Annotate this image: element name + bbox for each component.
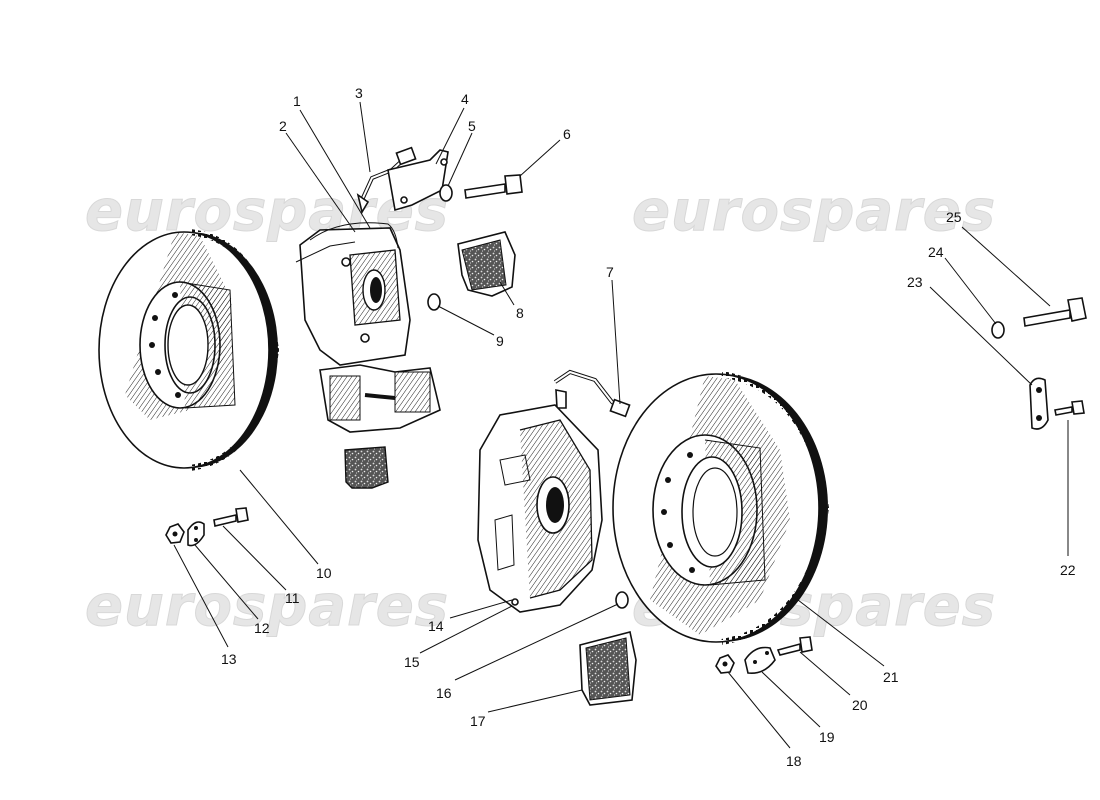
upper-caliper <box>295 222 441 433</box>
callout-1: 1 <box>293 93 301 109</box>
callout-labels: 1 2 3 4 5 6 7 8 9 10 11 12 13 14 15 16 1… <box>221 85 1076 769</box>
callout-10: 10 <box>316 565 332 581</box>
right-brake-disc <box>612 371 830 645</box>
far-right-hardware <box>991 297 1087 430</box>
callout-13: 13 <box>221 651 237 667</box>
callout-17: 17 <box>470 713 486 729</box>
washer-5 <box>439 184 453 202</box>
callout-12: 12 <box>254 620 270 636</box>
callout-2: 2 <box>279 118 287 134</box>
watermark-text: eurospares <box>85 574 449 639</box>
left-brake-disc <box>98 229 280 471</box>
bolt-6 <box>464 174 523 199</box>
callout-6: 6 <box>563 126 571 142</box>
callout-20: 20 <box>852 697 868 713</box>
callout-18: 18 <box>786 753 802 769</box>
callout-25: 25 <box>946 209 962 225</box>
bracket-plate <box>387 149 449 212</box>
callout-24: 24 <box>928 244 944 260</box>
watermark-text: eurospares <box>85 179 449 244</box>
callout-14: 14 <box>428 618 444 634</box>
callout-22: 22 <box>1060 562 1076 578</box>
callout-8: 8 <box>516 305 524 321</box>
washer-9 <box>427 293 441 311</box>
callout-15: 15 <box>404 654 420 670</box>
washer-16 <box>615 591 629 609</box>
callout-11: 11 <box>285 590 300 606</box>
watermark-text: eurospares <box>632 179 996 244</box>
callout-7: 7 <box>606 264 614 280</box>
callout-5: 5 <box>468 118 476 134</box>
callout-21: 21 <box>883 669 899 685</box>
callout-4: 4 <box>461 91 469 107</box>
brake-hose-upper <box>356 146 417 215</box>
lower-caliper <box>477 404 603 613</box>
callout-23: 23 <box>907 274 923 290</box>
brake-pad-17 <box>579 631 637 706</box>
brake-pad-8 <box>457 231 516 297</box>
callout-9: 9 <box>496 333 504 349</box>
brake-hose-lower <box>553 369 631 418</box>
leader-lines <box>173 101 1069 749</box>
callout-19: 19 <box>819 729 835 745</box>
callout-3: 3 <box>355 85 363 101</box>
left-hardware <box>165 507 249 547</box>
right-hardware <box>715 636 813 675</box>
callout-16: 16 <box>436 685 452 701</box>
lower-pad-small <box>344 446 389 489</box>
